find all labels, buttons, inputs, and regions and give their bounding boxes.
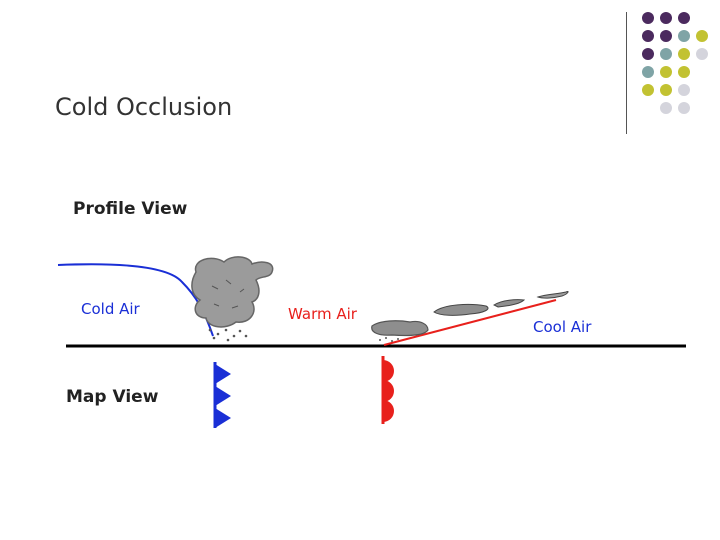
cold-front-triangle-icon bbox=[215, 386, 231, 406]
low-cloud-icon bbox=[372, 321, 428, 336]
storm-cloud-icon bbox=[192, 257, 273, 327]
cold-front-triangle-icon bbox=[215, 364, 231, 384]
stratus-cloud-icon bbox=[494, 300, 524, 307]
stratus-cloud-icon bbox=[434, 304, 488, 315]
warm-front-semicircle-icon bbox=[383, 380, 394, 402]
warm-front-semicircle-icon bbox=[383, 400, 394, 422]
warm-front-semicircle-icon bbox=[383, 360, 394, 382]
cold-air-label: Cold Air bbox=[81, 300, 140, 318]
profile-view-label: Profile View bbox=[73, 199, 187, 219]
warm-air-label: Warm Air bbox=[288, 305, 357, 323]
rain-icon bbox=[209, 329, 248, 342]
cirrus-cloud-icon bbox=[538, 291, 568, 298]
map-view-label: Map View bbox=[66, 387, 158, 407]
cold-front-triangle-icon bbox=[215, 408, 231, 428]
cool-air-label: Cool Air bbox=[533, 318, 591, 336]
